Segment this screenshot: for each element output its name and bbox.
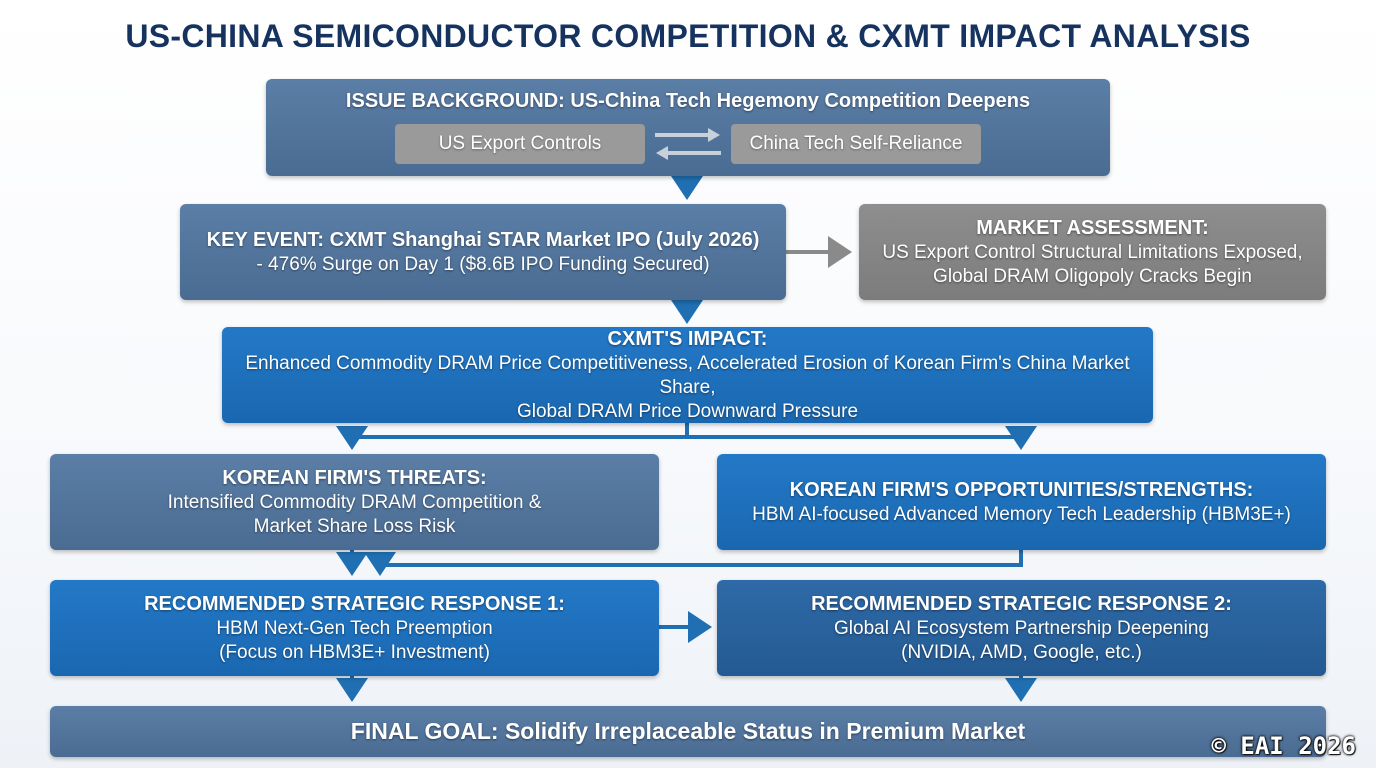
strategic-response-1-heading: RECOMMENDED STRATEGIC RESPONSE 1:: [144, 592, 565, 615]
strategic-response-1-line-1: HBM Next-Gen Tech Preemption: [216, 617, 493, 639]
key-event-detail: - 476% Surge on Day 1 ($8.6B IPO Funding…: [256, 253, 710, 275]
china-self-reliance-pill: China Tech Self-Reliance: [731, 124, 981, 164]
strategic-response-2-line-1: Global AI Ecosystem Partnership Deepenin…: [834, 617, 1209, 639]
page-title: US-CHINA SEMICONDUCTOR COMPETITION & CXM…: [125, 18, 1251, 54]
china-self-reliance-label: China Tech Self-Reliance: [749, 133, 963, 154]
copyright-watermark: © EAI 2026: [1211, 732, 1357, 760]
market-assessment-heading: MARKET ASSESSMENT:: [976, 216, 1209, 239]
korean-threats-heading: KOREAN FIRM'S THREATS:: [222, 466, 487, 489]
cxmt-impact-line-1: Enhanced Commodity DRAM Price Competitiv…: [245, 352, 1130, 398]
market-assessment-line-2: Global DRAM Oligopoly Cracks Begin: [933, 265, 1252, 287]
strategic-response-2-heading: RECOMMENDED STRATEGIC RESPONSE 2:: [811, 592, 1232, 615]
final-goal-box: FINAL GOAL: Solidify Irreplaceable Statu…: [50, 706, 1326, 757]
korean-opportunities-box: KOREAN FIRM'S OPPORTUNITIES/STRENGTHS: H…: [717, 454, 1326, 550]
korean-threats-box: KOREAN FIRM'S THREATS: Intensified Commo…: [50, 454, 659, 550]
key-event-heading: KEY EVENT: CXMT Shanghai STAR Market IPO…: [206, 228, 760, 251]
korean-opportunities-heading: KOREAN FIRM'S OPPORTUNITIES/STRENGTHS:: [789, 478, 1254, 501]
korean-threats-line-2: Market Share Loss Risk: [253, 515, 456, 537]
market-assessment-line-1: US Export Control Structural Limitations…: [882, 241, 1303, 263]
strategic-response-1-line-2: (Focus on HBM3E+ Investment): [219, 641, 490, 663]
us-export-controls-label: US Export Controls: [438, 133, 602, 154]
us-export-controls-pill: US Export Controls: [395, 124, 645, 164]
cxmt-impact-line-2: Global DRAM Price Downward Pressure: [516, 400, 859, 422]
cxmt-impact-box: CXMT'S IMPACT: Enhanced Commodity DRAM P…: [222, 327, 1153, 423]
korean-opportunities-line-1: HBM AI-focused Advanced Memory Tech Lead…: [752, 503, 1291, 525]
market-assessment-box: MARKET ASSESSMENT: US Export Control Str…: [859, 204, 1326, 300]
strategic-response-2-box: RECOMMENDED STRATEGIC RESPONSE 2: Global…: [717, 580, 1326, 676]
korean-threats-line-1: Intensified Commodity DRAM Competition &: [167, 491, 542, 513]
strategic-response-1-box: RECOMMENDED STRATEGIC RESPONSE 1: HBM Ne…: [50, 580, 659, 676]
arrow-opportunities-to-response1: [364, 550, 1023, 576]
key-event-box: KEY EVENT: CXMT Shanghai STAR Market IPO…: [180, 204, 786, 300]
strategic-response-2-line-2: (NVIDIA, AMD, Google, etc.): [901, 641, 1142, 663]
final-goal-heading: FINAL GOAL: Solidify Irreplaceable Statu…: [350, 718, 1026, 744]
issue-background-heading: ISSUE BACKGROUND: US-China Tech Hegemony…: [345, 90, 1031, 112]
cxmt-impact-heading: CXMT'S IMPACT:: [607, 327, 768, 350]
